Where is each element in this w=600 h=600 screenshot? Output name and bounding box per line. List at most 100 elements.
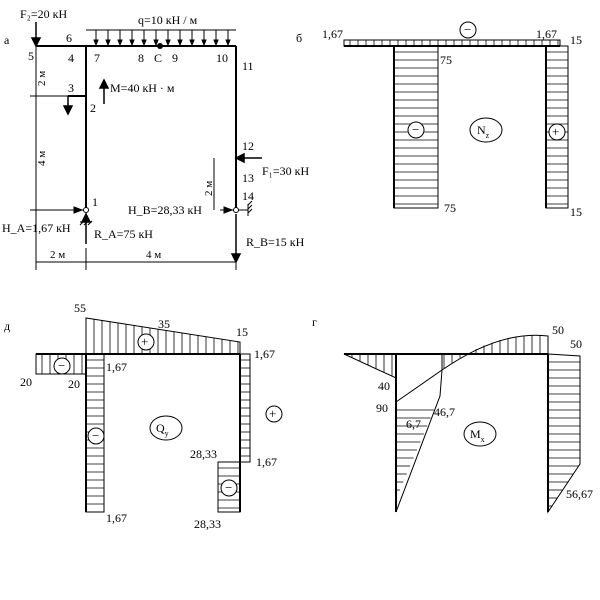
panel-b-letter: б — [296, 31, 302, 45]
g-val-50-b: 50 — [570, 337, 582, 351]
g-val-40: 40 — [378, 379, 390, 393]
b-val-right-bottom: 15 — [570, 205, 582, 219]
d-val-2833-top: 28,33 — [190, 447, 217, 461]
node-8: 8 — [138, 51, 144, 65]
node-9: 9 — [172, 51, 178, 65]
g-val-46-7: 46,7 — [434, 405, 455, 419]
d-title: Qy — [156, 421, 169, 438]
panel-d: д 55 35 15 1,67 20 20 1,67 28,33 1,67 1,… — [4, 301, 283, 531]
b-title: Nz — [477, 123, 490, 140]
panel-d-letter: д — [4, 319, 10, 333]
g-title-ellipse — [463, 421, 497, 447]
node-1: 1 — [92, 195, 98, 209]
d-val-15: 15 — [236, 325, 248, 339]
g-title: Mx — [470, 427, 485, 444]
dim-2m-left: 2 м — [36, 71, 48, 86]
d-val-20: 20 — [68, 377, 80, 391]
reaction-rb-label: R_B=15 кН — [246, 235, 305, 249]
node-numbers: 5 6 4 7 8 9 10 11 3 2 12 13 14 1 — [28, 31, 254, 209]
d-val-167-bottom: 1,67 — [106, 511, 127, 525]
node-6: 6 — [66, 31, 72, 45]
dim-4m-bottom: 4 м — [146, 249, 161, 261]
d-right-block — [217, 461, 241, 513]
node-11: 11 — [242, 59, 254, 73]
load-q-label: q=10 кН / м — [138, 13, 198, 27]
point-c-marker — [157, 43, 163, 49]
b-val-top-left: 1,67 — [322, 27, 343, 41]
force-f2-arrow — [30, 22, 42, 48]
g-parabola-region — [396, 334, 549, 371]
g-right-column-region — [547, 353, 581, 514]
g-val-6-7: 6,7 — [406, 417, 421, 431]
b-sign-left: − — [412, 122, 419, 137]
distributed-load-q — [86, 29, 236, 47]
g-left-triangle — [343, 353, 397, 379]
d-val-55: 55 — [74, 301, 86, 315]
dim-2m-right: 2 м — [203, 181, 215, 196]
load-arrow-head — [141, 39, 147, 47]
d-val-167-left-top: 1,67 — [106, 360, 127, 374]
force-f1-label: F₁=30 кН — [262, 164, 309, 178]
d-title-ellipse — [149, 415, 183, 441]
g-val-56-67: 56,67 — [566, 487, 593, 501]
load-arrow-head — [93, 39, 99, 47]
b-val-top-right: 1,67 — [536, 27, 557, 41]
support-b — [220, 200, 253, 216]
b-right-block — [545, 45, 569, 209]
d-sign-left-strip: − — [58, 358, 65, 373]
g-left-column-region — [395, 368, 443, 513]
load-arrow-head — [189, 39, 195, 47]
b-top-strip — [343, 39, 561, 47]
frame-members — [36, 45, 237, 210]
panel-a: а q=10 кН / м C F₂=20 кН M=40 кН · м — [2, 7, 309, 270]
reaction-hb-label: H_B=28,33 кН — [128, 203, 202, 217]
node-7: 7 — [94, 51, 100, 65]
g-val-50-a: 50 — [552, 323, 564, 337]
force-f2-label: F₂=20 кН — [20, 7, 67, 21]
d-val-167-right: 1,67 — [256, 455, 277, 469]
b-signs: − − + — [407, 21, 566, 141]
load-arrow-head — [165, 39, 171, 47]
moment-m-arrow — [98, 78, 110, 104]
moment-m-label: M=40 кН · м — [110, 81, 175, 95]
b-sign-right: + — [552, 124, 559, 139]
g-val-90: 90 — [376, 401, 388, 415]
node-14: 14 — [242, 189, 254, 203]
d-val-top-right-167: 1,67 — [254, 347, 275, 361]
node-5: 5 — [28, 49, 34, 63]
b-val-right-top: 15 — [570, 33, 582, 47]
d-val-35: 35 — [158, 317, 170, 331]
d-top-trapezoid — [85, 317, 241, 355]
reaction-rb-arrow — [230, 214, 242, 264]
node-2: 2 — [90, 101, 96, 115]
d-sign-top: + — [141, 334, 148, 349]
load-arrow-head — [201, 39, 207, 47]
panel-b: б 1,67 1,67 15 75 75 15 − − + Nz — [296, 21, 582, 219]
reaction-ra-arrow — [80, 212, 92, 244]
load-arrow-head — [213, 39, 219, 47]
load-arrow-head — [117, 39, 123, 47]
node-3: 3 — [68, 81, 74, 95]
dimension-lines — [30, 46, 237, 270]
b-val-left-top: 75 — [440, 53, 452, 67]
force-f1-arrow — [234, 152, 262, 164]
dim-2m-bottom: 2 м — [50, 249, 65, 261]
load-arrow-head — [177, 39, 183, 47]
reaction-ra-label: R_A=75 кН — [94, 227, 153, 241]
node-4: 4 — [68, 51, 74, 65]
panel-a-letter: а — [4, 33, 10, 47]
d-val-2833-bottom: 28,33 — [194, 517, 221, 531]
panel-g: г 50 50 40 90 46,7 6,7 56,67 Mx — [312, 315, 593, 514]
panel-g-letter: г — [312, 315, 317, 329]
b-title-ellipse — [469, 117, 503, 143]
load-arrow-head — [129, 39, 135, 47]
d-val-20-left: 20 — [20, 375, 32, 389]
force-node3-arrow — [62, 96, 74, 116]
node-12: 12 — [242, 139, 254, 153]
node-10: 10 — [216, 51, 228, 65]
d-left-block — [85, 353, 105, 513]
d-sign-left-block: − — [92, 428, 99, 443]
d-sign-right-block: − — [225, 480, 232, 495]
d-signs: − + − + − — [53, 333, 283, 497]
